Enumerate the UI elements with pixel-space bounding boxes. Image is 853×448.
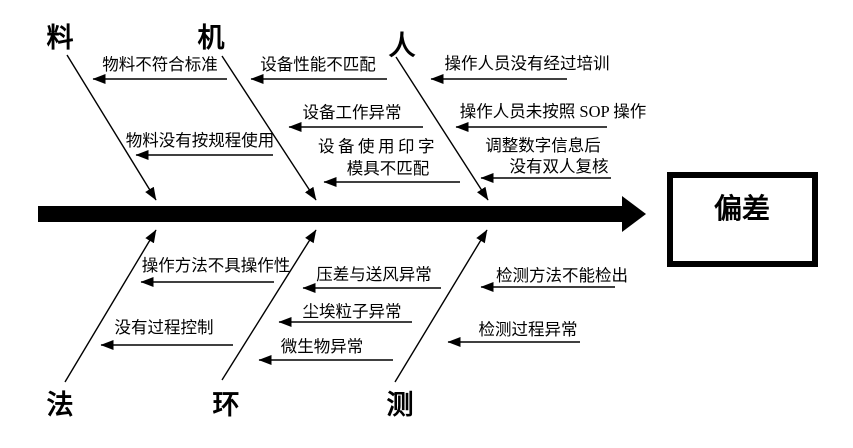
cause-item: 操作人员没有经过培训 [430, 54, 610, 84]
cause-item: 没有过程控制 [100, 318, 233, 350]
category-label-man: 人 [389, 31, 416, 61]
cause-label: 物料不符合标准 [102, 55, 218, 74]
cause-label-line1: 调整数字信息后 [485, 136, 601, 155]
cause-item: 压差与送风异常 [302, 265, 441, 293]
category-label-method: 法 [47, 390, 74, 420]
spine-line [38, 206, 622, 222]
cause-label-line2: 模具不匹配 [347, 159, 430, 178]
cause-item: 物料不符合标准 [92, 55, 227, 84]
cause-label: 操作方法不具操作性 [142, 256, 291, 275]
category-label-measurement: 测 [387, 390, 414, 420]
cause-label: 压差与送风异常 [316, 265, 432, 284]
cause-item: 操作方法不具操作性 [140, 256, 291, 287]
cause-label-line2: 没有双人复核 [510, 157, 609, 176]
cause-label: 没有过程控制 [115, 318, 214, 337]
branch-machine: 机 设备性能不匹配 设备工作异常 设备使用印字 模具不匹配 [198, 23, 460, 201]
cause-label: 设备性能不匹配 [260, 55, 376, 74]
cause-label: 物料没有按规程使用 [126, 131, 275, 150]
effect-box [667, 172, 818, 267]
branch-method: 法 操作方法不具操作性 没有过程控制 [47, 229, 291, 420]
cause-item: 物料没有按规程使用 [126, 131, 275, 160]
branch-man: 人 操作人员没有经过培训 操作人员未按照 SOP 操作 调整数字信息后 没有双人… [389, 31, 646, 201]
cause-label: 设备工作异常 [303, 103, 402, 122]
cause-label: 检测方法不能检出 [496, 266, 628, 285]
cause-label: 检测过程异常 [479, 320, 578, 339]
cause-item: 设备使用印字 模具不匹配 [318, 137, 460, 187]
branch-material: 料 物料不符合标准 物料没有按规程使用 [47, 23, 275, 201]
cause-item: 设备工作异常 [288, 103, 423, 132]
category-label-material: 料 [47, 23, 74, 53]
cause-item: 微生物异常 [258, 337, 393, 365]
spine-arrowhead-icon [622, 196, 646, 232]
cause-item: 设备性能不匹配 [250, 55, 387, 84]
cause-label: 微生物异常 [281, 337, 364, 356]
effect-group: 偏差 [667, 172, 818, 267]
category-label-environment: 环 [213, 390, 240, 420]
cause-label: 操作人员没有经过培训 [445, 54, 610, 73]
cause-item: 检测过程异常 [447, 320, 580, 347]
branch-environment: 环 压差与送风异常 尘埃粒子异常 微生物异常 [213, 229, 441, 420]
cause-label-line1: 设备使用印字 [318, 137, 438, 156]
category-label-machine: 机 [198, 23, 225, 53]
effect-label: 偏差 [714, 192, 770, 225]
cause-item: 尘埃粒子异常 [278, 302, 412, 327]
branch-measurement: 测 检测方法不能检出 检测过程异常 [387, 229, 628, 420]
bone-measurement [394, 229, 488, 383]
bone-method [64, 229, 157, 383]
bone-environment [221, 229, 317, 381]
bone-material [66, 54, 157, 201]
cause-label: 尘埃粒子异常 [303, 302, 402, 321]
bone-man [395, 56, 489, 201]
cause-item: 检测方法不能检出 [480, 266, 628, 292]
cause-label: 操作人员未按照 SOP 操作 [460, 102, 646, 121]
bone-machine [221, 55, 317, 201]
cause-item: 操作人员未按照 SOP 操作 [455, 102, 646, 132]
cause-item: 调整数字信息后 没有双人复核 [480, 136, 611, 183]
spine-arrow [38, 196, 646, 232]
